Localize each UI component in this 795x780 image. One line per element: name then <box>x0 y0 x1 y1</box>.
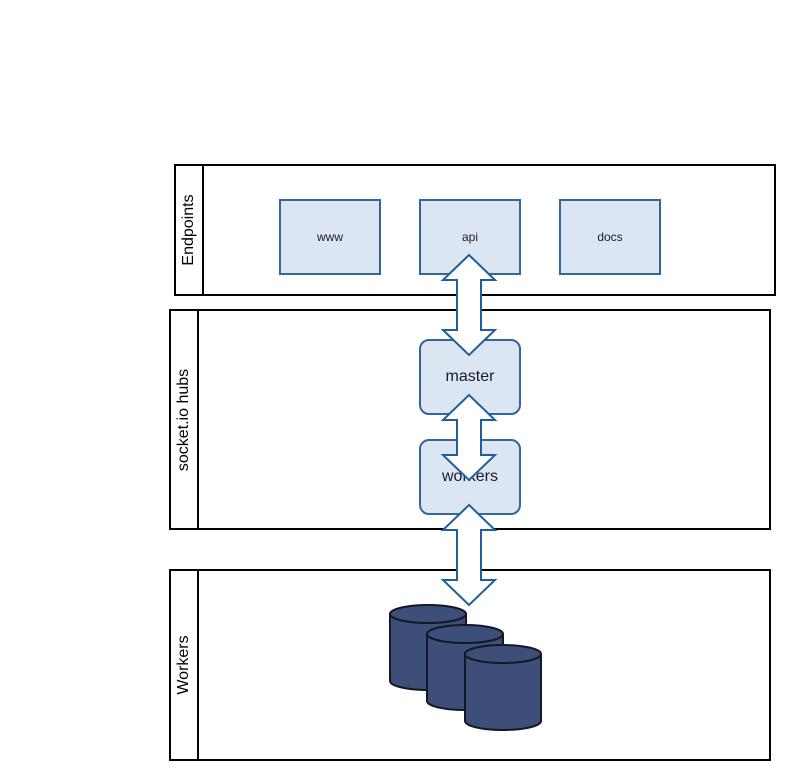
node-www[interactable]: www <box>279 199 381 275</box>
database-icon <box>464 644 542 731</box>
node-docs[interactable]: docs <box>559 199 661 275</box>
lane-header-workers: Workers <box>171 571 199 759</box>
double-arrow-icon <box>440 393 498 482</box>
lane-header-hubs: socket.io hubs <box>171 311 199 528</box>
lane-header-endpoints: Endpoints <box>176 166 204 294</box>
double-arrow-icon <box>440 503 498 607</box>
double-arrow-icon <box>440 253 498 357</box>
